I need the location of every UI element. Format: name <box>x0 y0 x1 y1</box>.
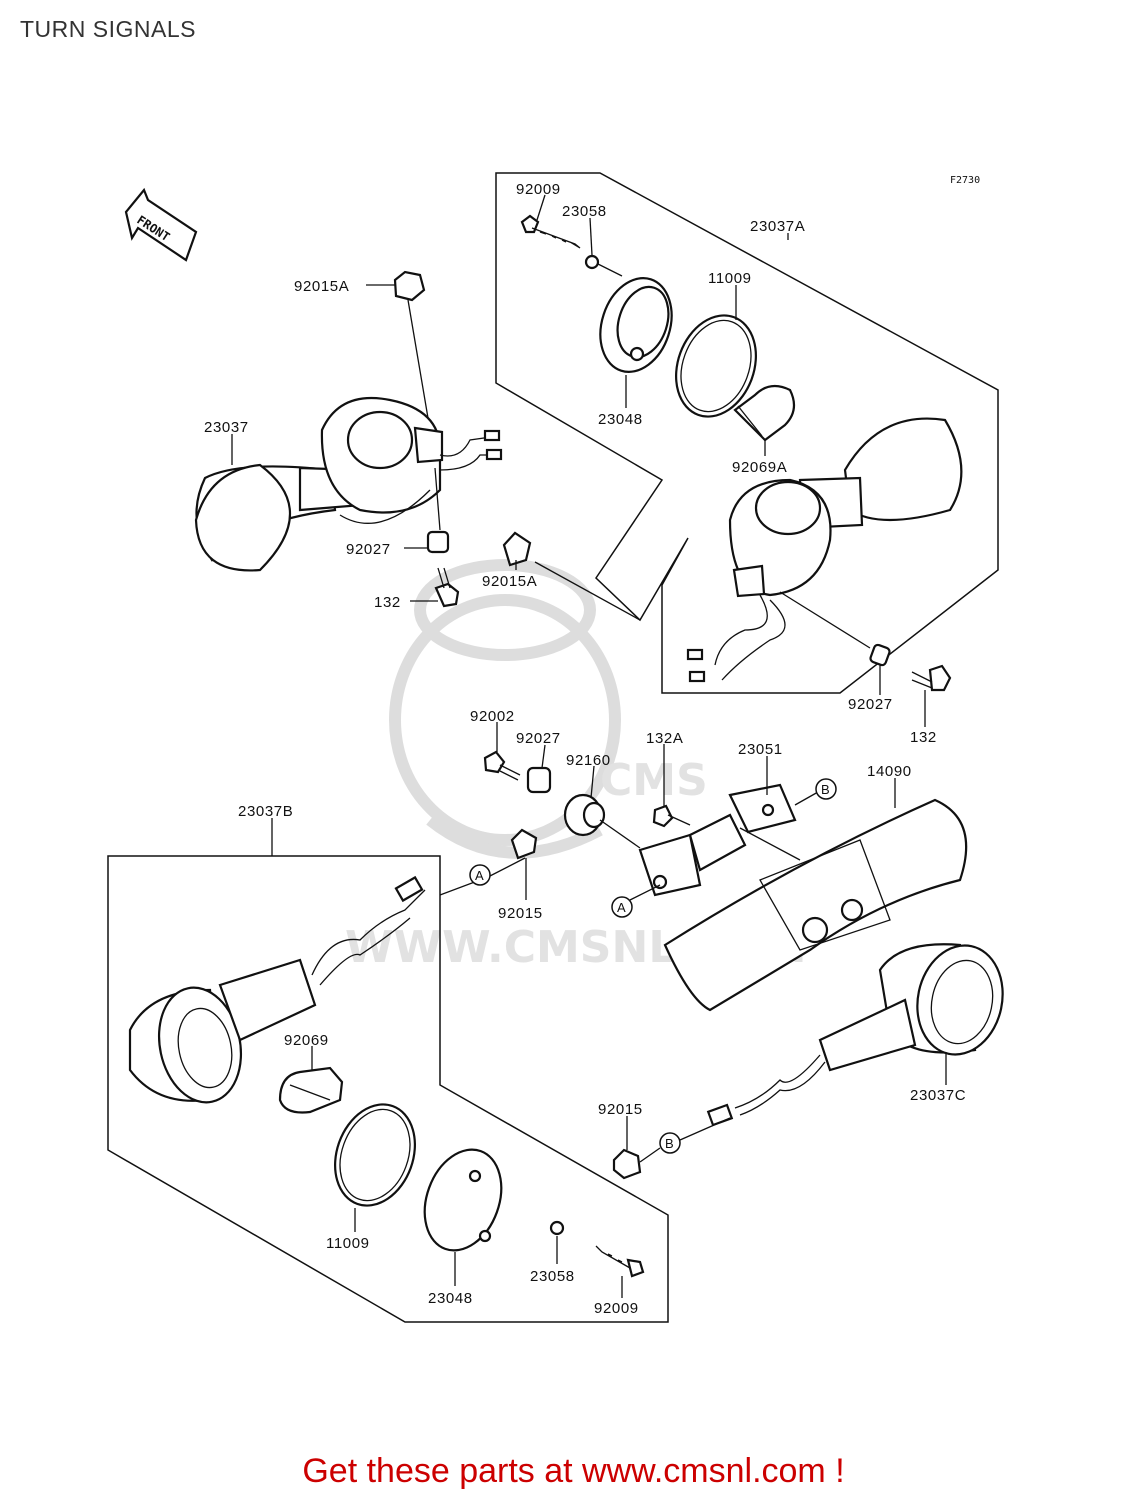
svg-text:B: B <box>821 782 830 797</box>
watermark-cms-text: CMS <box>600 755 708 806</box>
bush-92027-left <box>426 530 450 554</box>
bulb-92069 <box>278 1066 344 1114</box>
label-92027-right: 92027 <box>848 696 893 713</box>
label-23058-top: 23058 <box>562 203 607 220</box>
nut-23058-top <box>584 254 600 270</box>
label-92015-low: 92015 <box>598 1101 643 1118</box>
label-11009-top: 11009 <box>708 270 752 287</box>
gasket-11009-low <box>334 1103 416 1207</box>
nut-92015-mid <box>510 828 538 860</box>
connector-b-1: B <box>794 778 837 806</box>
turn-signal-23037A <box>686 417 963 683</box>
collar-92027-mid <box>526 766 552 794</box>
label-92160: 92160 <box>566 752 611 769</box>
label-92002: 92002 <box>470 708 515 725</box>
label-92015A-top: 92015A <box>294 278 349 295</box>
bolt-132-right <box>911 664 952 692</box>
connector-b-2: B <box>639 1117 731 1163</box>
label-23048-top: 23048 <box>598 411 643 428</box>
turn-signal-23037 <box>194 396 503 572</box>
bracket-23051 <box>638 783 797 897</box>
bolt-92002 <box>483 750 521 781</box>
nut-92015A-top <box>393 270 426 302</box>
label-14090: 14090 <box>867 763 912 780</box>
bulb-92069A <box>733 384 796 442</box>
gasket-11009-top <box>675 314 757 418</box>
leader-mid <box>599 819 801 861</box>
label-23051: 23051 <box>738 741 783 758</box>
label-92069A: 92069A <box>732 459 787 476</box>
label-92009-top: 92009 <box>516 181 561 198</box>
leader-92015A-mid <box>534 561 871 649</box>
bush-92027-right <box>869 643 891 667</box>
connector-a-2: A <box>611 884 661 918</box>
svg-text:A: A <box>475 868 484 883</box>
grommet-92160 <box>563 793 606 837</box>
connector-a-1: A <box>439 857 526 896</box>
label-132A: 132A <box>646 730 683 747</box>
nut-92015-low <box>612 1148 642 1180</box>
screw-92009-low <box>595 1245 645 1278</box>
leader-92015A-top <box>407 299 441 531</box>
label-23048-low: 23048 <box>428 1290 473 1307</box>
label-92027-left: 92027 <box>346 541 391 558</box>
part-labels: 92009 23058 23037A 11009 23048 92069A 92… <box>204 181 966 1317</box>
ref-code: F2730 <box>950 175 980 186</box>
label-92009-low: 92009 <box>594 1300 639 1317</box>
nut-23058-low <box>549 1220 565 1236</box>
label-23037C: 23037C <box>910 1087 966 1104</box>
frame-23037B <box>107 855 669 1323</box>
label-92027-mid: 92027 <box>516 730 561 747</box>
page-title: TURN SIGNALS <box>20 16 196 42</box>
bolt-132A <box>652 804 691 828</box>
screw-92009-top <box>520 214 581 249</box>
label-23037B: 23037B <box>238 803 293 820</box>
label-23037: 23037 <box>204 419 249 436</box>
svg-text:B: B <box>665 1136 674 1151</box>
svg-text:A: A <box>617 900 626 915</box>
turn-signal-23037C <box>706 943 1004 1127</box>
lens-23048-low <box>423 1148 503 1252</box>
label-92015-mid: 92015 <box>498 905 543 922</box>
label-92069: 92069 <box>284 1032 329 1049</box>
label-23058-low: 23058 <box>530 1268 575 1285</box>
turn-signal-23037B <box>128 875 426 1104</box>
fender-14090 <box>663 798 968 1012</box>
label-leaders <box>231 194 947 1298</box>
frame-23037A <box>495 172 999 694</box>
label-92015A-mid: 92015A <box>482 573 537 590</box>
nut-92015A-mid <box>502 531 532 567</box>
label-11009-low: 11009 <box>326 1235 370 1252</box>
label-132-right: 132 <box>910 729 937 746</box>
label-23037A: 23037A <box>750 218 805 235</box>
footer-link[interactable]: Get these parts at www.cmsnl.com ! <box>302 1452 845 1490</box>
lens-23048-top <box>599 277 673 373</box>
label-132-left: 132 <box>374 594 401 611</box>
bolt-132-left <box>434 567 460 608</box>
front-arrow-icon: FRONT <box>124 187 198 262</box>
